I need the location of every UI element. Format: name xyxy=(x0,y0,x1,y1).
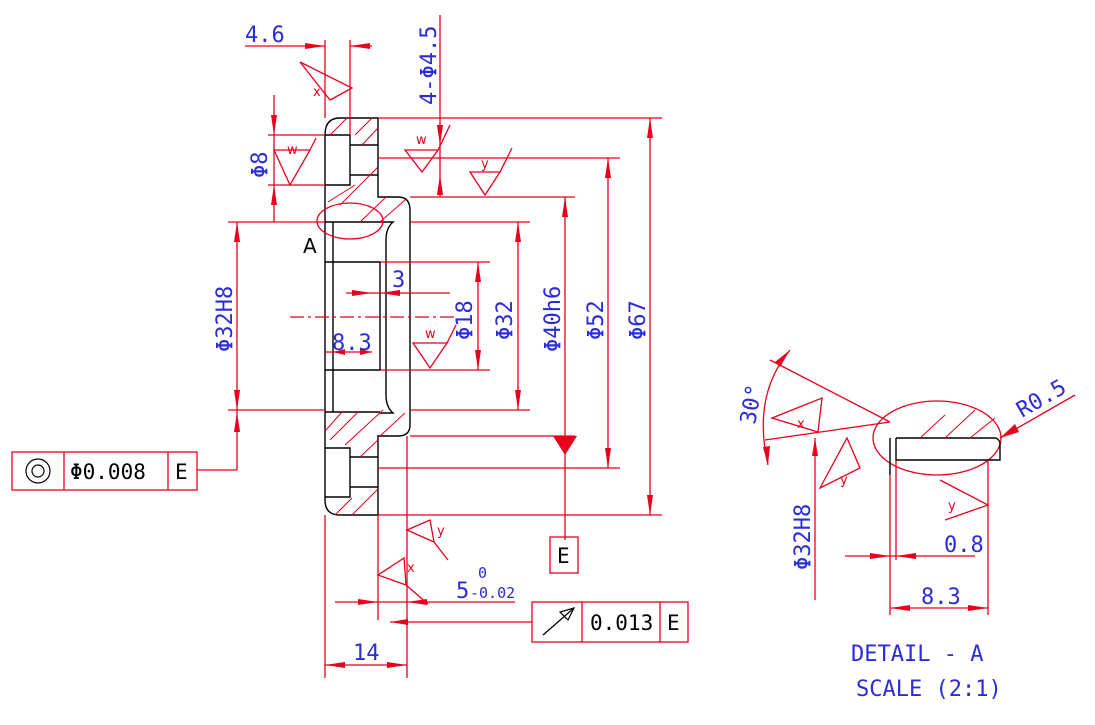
dim-14: 14 xyxy=(324,436,408,678)
fcf-concentricity-tol: Φ0.008 xyxy=(70,460,146,484)
section-label: A xyxy=(303,234,317,258)
dim-5-lower: -0.02 xyxy=(470,584,515,602)
detail-circle xyxy=(316,202,384,240)
fcf-concentricity: Φ0.008 E xyxy=(11,451,198,491)
detail-radius: R0.5 xyxy=(1013,375,1071,423)
fcf-runout-datum: E xyxy=(667,611,680,635)
concentricity-outer-icon xyxy=(25,458,51,484)
roughness-y-top: y xyxy=(481,157,489,172)
dim-3-text: 3 xyxy=(392,268,405,293)
runout-arrow-icon xyxy=(542,607,575,636)
dim-3: 3 xyxy=(346,268,450,296)
dim-4-6-text: 4.6 xyxy=(245,23,285,48)
dim-8-3: 8.3 xyxy=(325,331,372,356)
detail-dim-0-8: 0.8 xyxy=(944,533,984,558)
detail-roughness-x: x xyxy=(797,417,805,432)
dim-d18: Φ18 xyxy=(380,261,490,371)
detail-roughness-y2: y xyxy=(948,499,956,514)
dim-5-upper: 0 xyxy=(478,564,487,582)
dim-d32-text: Φ32 xyxy=(493,300,518,340)
concentricity-inner-icon xyxy=(31,464,45,478)
dim-5-base: 5 xyxy=(456,579,469,604)
dim-holes-text: 4-Φ4.5 xyxy=(417,26,442,105)
detail-view: 30° x y y Φ32H8 R0.5 0.8 8.3 xyxy=(736,349,1076,615)
dim-d8: Φ8 xyxy=(248,95,325,222)
detail-roughness-y: y xyxy=(840,473,848,488)
roughness-x-top: x xyxy=(313,85,321,100)
runout-leader-arrow xyxy=(390,619,408,625)
dim-14-text: 14 xyxy=(353,641,380,666)
dim-d52-text: Φ52 xyxy=(584,300,609,340)
detail-scale: SCALE (2:1) xyxy=(856,677,1002,702)
fcf-runout-tol: 0.013 xyxy=(590,611,653,635)
fcf-runout: 0.013 E xyxy=(531,601,689,643)
datum-box xyxy=(549,536,579,574)
dim-d32h8-text: Φ32H8 xyxy=(213,286,238,352)
dim-8-3-text: 8.3 xyxy=(332,331,372,356)
roughness-w-top: w xyxy=(416,133,427,148)
roughness-symbols: x w w y w y x xyxy=(272,61,513,605)
dim-d67-text: Φ67 xyxy=(626,300,651,340)
section-hatching xyxy=(325,117,406,516)
datum-label: E xyxy=(557,544,570,568)
fcf-concentricity-datum: E xyxy=(175,460,188,484)
dim-5: 5 0 -0.02 xyxy=(335,515,515,620)
detail-dim-8-3: 8.3 xyxy=(921,585,961,610)
dim-d8-text: Φ8 xyxy=(248,152,273,179)
detail-dia: Φ32H8 xyxy=(791,504,816,570)
dim-holes: 4-Φ4.5 xyxy=(417,15,443,197)
dim-d40h6-text: Φ40h6 xyxy=(541,286,566,352)
roughness-y-bottom: y xyxy=(437,524,445,539)
detail-title: DETAIL - A xyxy=(851,642,983,667)
dim-d32: Φ32 xyxy=(410,221,530,411)
dim-d52: Φ52 xyxy=(378,157,620,469)
dim-d18-text: Φ18 xyxy=(453,300,478,340)
dim-d67: Φ67 xyxy=(378,117,662,516)
roughness-w-mid: w xyxy=(425,327,436,342)
dim-d32h8: Φ32H8 xyxy=(197,221,325,471)
roughness-w-left: w xyxy=(287,143,298,158)
dim-d40h6: Φ40h6 xyxy=(410,196,577,540)
roughness-x-bottom: x xyxy=(407,561,415,576)
